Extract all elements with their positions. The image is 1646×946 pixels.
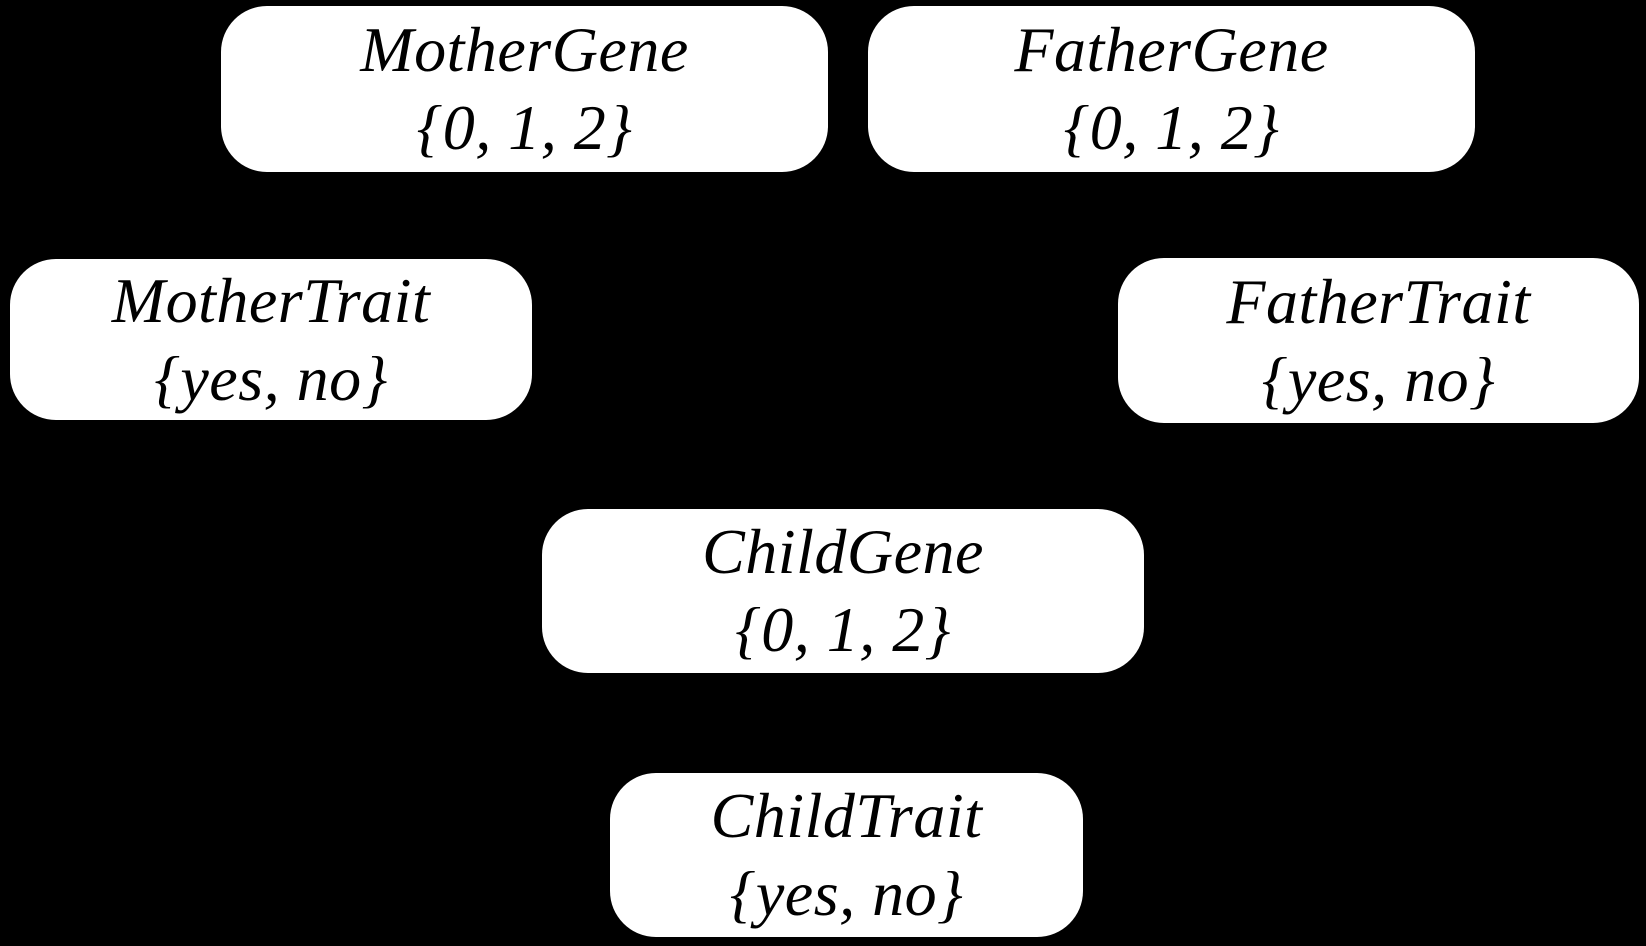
node-child-trait-label: ChildTrait <box>710 780 983 851</box>
node-child-gene-label: ChildGene <box>702 516 984 587</box>
node-mother-gene: MotherGene {0, 1, 2} <box>221 6 828 172</box>
node-child-gene-values: {0, 1, 2} <box>735 594 951 665</box>
node-mother-gene-values: {0, 1, 2} <box>416 92 633 163</box>
node-father-gene: FatherGene {0, 1, 2} <box>868 6 1475 172</box>
node-father-trait: FatherTrait {yes, no} <box>1118 258 1639 423</box>
node-child-trait: ChildTrait {yes, no} <box>610 773 1083 937</box>
node-child-trait-values: {yes, no} <box>729 858 964 929</box>
node-mother-trait: MotherTrait {yes, no} <box>10 259 532 420</box>
node-child-gene: ChildGene {0, 1, 2} <box>542 509 1144 673</box>
node-father-gene-values: {0, 1, 2} <box>1063 92 1280 163</box>
node-father-trait-label: FatherTrait <box>1226 265 1531 337</box>
node-mother-trait-label: MotherTrait <box>111 264 431 336</box>
node-mother-gene-label: MotherGene <box>360 14 689 85</box>
node-father-trait-values: {yes, no} <box>1261 343 1496 415</box>
node-mother-trait-values: {yes, no} <box>154 342 388 414</box>
node-father-gene-label: FatherGene <box>1014 14 1329 85</box>
